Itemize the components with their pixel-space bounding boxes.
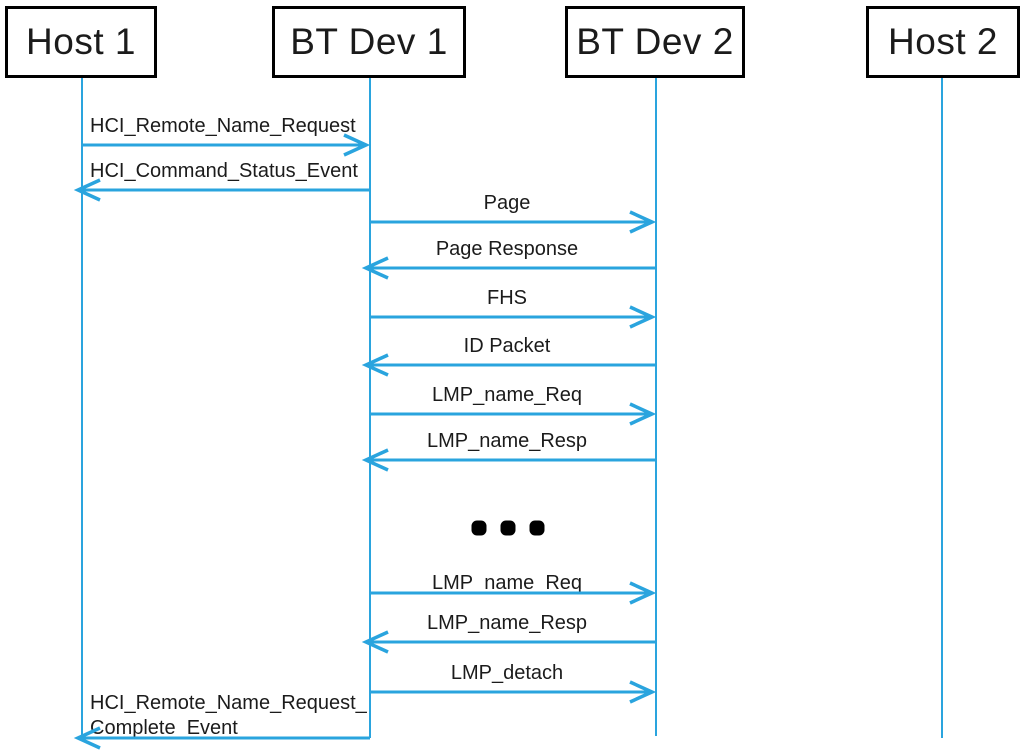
message-label: Page [483,192,531,214]
arrowhead-icon [361,353,389,377]
actor-box-btdev2: BT Dev 2 [565,6,745,78]
ellipsis-dot [471,520,487,536]
actor-label: BT Dev 2 [576,21,734,62]
message-label: LMP_name_Resp [426,612,588,634]
message-label: ID Packet [463,335,551,357]
arrowhead-icon [629,210,657,234]
arrowhead-icon [629,581,657,605]
ellipsis-dot [500,520,516,536]
actor-label: Host 1 [26,21,136,62]
ellipsis-dot [529,520,545,536]
message-label: LMP_name_Req [431,572,583,594]
arrowhead-icon [629,305,657,329]
arrowhead-icon [361,256,389,280]
message-label: HCI_Remote_Name_Request [90,115,356,137]
arrowhead-icon [629,680,657,704]
actor-label: Host 2 [888,21,998,62]
message-label: HCI_Command_Status_Event [90,160,358,182]
actor-box-btdev1: BT Dev 1 [272,6,466,78]
message-label: FHS [487,287,527,309]
ellipsis-dots [471,520,545,536]
arrowhead-icon [361,630,389,654]
actor-box-host2: Host 2 [866,6,1020,78]
message-label: Page Response [435,238,579,260]
message-label: HCI_Remote_Name_Request_ Complete_Event [90,692,367,739]
message-label: LMP_detach [450,662,564,684]
actor-box-host1: Host 1 [5,6,157,78]
arrowhead-icon [629,402,657,426]
actor-label: BT Dev 1 [290,21,448,62]
arrowhead-icon [361,448,389,472]
message-label: LMP_name_Req [431,384,583,406]
message-label: LMP_name_Resp [426,430,588,452]
